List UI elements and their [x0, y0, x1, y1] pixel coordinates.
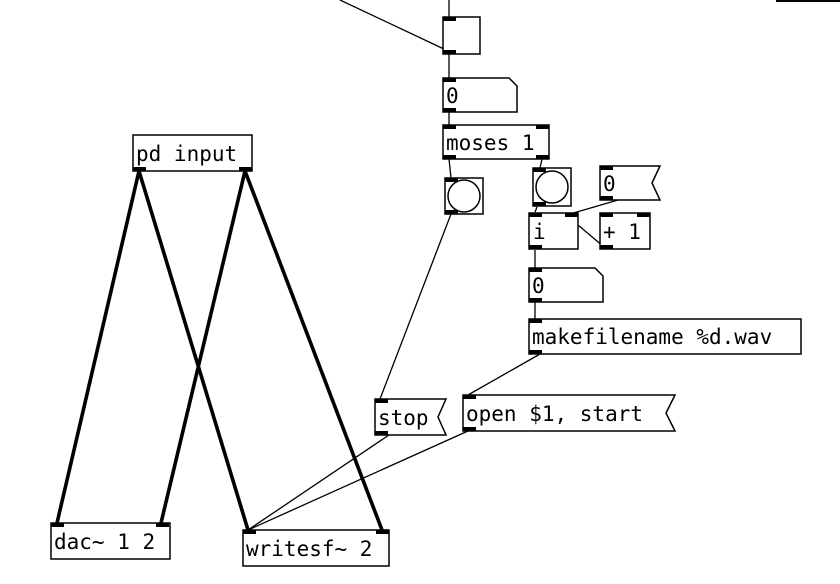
pd-input-label: pd input: [136, 142, 237, 166]
signal-cord-left-to-dac-left[interactable]: [55, 170, 141, 524]
number-counter-value: 0: [603, 172, 616, 196]
bang-button-counter[interactable]: [532, 167, 572, 207]
number-box-top[interactable]: 0: [442, 77, 518, 113]
message-stop[interactable]: stop: [374, 398, 448, 436]
cord-moses-right-to-bang[interactable]: [539, 158, 543, 169]
object-plus-one[interactable]: + 1: [599, 212, 651, 250]
cord-stop-to-writesf[interactable]: [247, 434, 390, 531]
makefilename-label: makefilename %d.wav: [532, 325, 772, 349]
number-top-value: 0: [446, 84, 459, 108]
cord-open-to-writesf[interactable]: [247, 430, 469, 531]
object-moses[interactable]: moses 1: [442, 124, 550, 160]
signal-cord-right-to-writesf-right[interactable]: [243, 170, 384, 531]
cord-input-to-toggle[interactable]: [339, 0, 447, 51]
cord-makefilename-to-open[interactable]: [467, 353, 541, 396]
writesf-label: writesf~ 2: [246, 537, 372, 561]
cord-bang-to-stop[interactable]: [379, 213, 452, 400]
open-start-label: open $1, start: [466, 402, 643, 426]
stop-label: stop: [378, 406, 429, 430]
object-dac[interactable]: dac~ 1 2: [50, 522, 171, 560]
number-box-filename[interactable]: 0: [528, 267, 604, 303]
object-i[interactable]: i: [528, 212, 579, 250]
object-makefilename[interactable]: makefilename %d.wav: [528, 318, 802, 355]
object-writesf[interactable]: writesf~ 2: [242, 529, 390, 567]
message-open-start[interactable]: open $1, start: [462, 394, 677, 432]
cord-bang-to-i[interactable]: [534, 206, 538, 213]
cord-plus-out-to-i-right[interactable]: [569, 199, 619, 215]
dac-label: dac~ 1 2: [54, 530, 155, 554]
number-box-counter[interactable]: 0: [599, 165, 662, 201]
i-label: i: [533, 220, 546, 244]
toggle-box[interactable]: [442, 16, 481, 55]
patch-connections: [55, 0, 619, 531]
signal-cord-left-to-writesf-left[interactable]: [137, 170, 250, 531]
signal-cord-right-to-dac-right[interactable]: [159, 170, 247, 524]
plus-one-label: + 1: [603, 220, 641, 244]
object-pd-input[interactable]: pd input: [132, 134, 253, 172]
moses-label: moses 1: [446, 131, 535, 155]
bang-button-stop-trigger[interactable]: [444, 177, 484, 215]
cord-moses-left-to-bang[interactable]: [448, 158, 452, 179]
number-filename-value: 0: [532, 274, 545, 298]
